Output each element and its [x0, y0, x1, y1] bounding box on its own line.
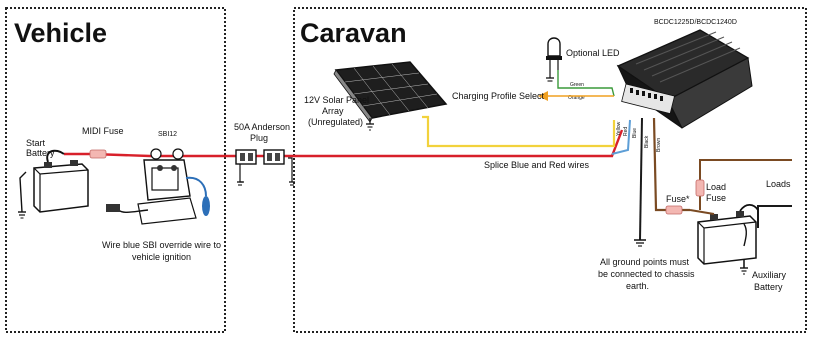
loads-black-wire	[757, 205, 792, 228]
orange-wire-label: Orange	[568, 95, 585, 101]
solar-panel	[333, 61, 448, 131]
solar-label-3: (Unregulated)	[308, 117, 363, 127]
caravan-title: Caravan	[300, 18, 407, 48]
green-wire-label: Green	[570, 82, 584, 88]
optional-led-label: Optional LED	[566, 48, 620, 58]
anderson-label-1: 50A Anderson	[234, 122, 290, 132]
aux-battery-label-2: Battery	[754, 282, 783, 292]
anderson-plug	[235, 149, 295, 186]
sbi-override-label-1: Wire blue SBI override wire to	[102, 240, 221, 250]
bcdc-model-label: BCDC1225D/BCDC1240D	[654, 19, 737, 26]
load-fuse	[695, 179, 705, 197]
load-fuse-label-1: Load	[706, 182, 726, 192]
sbi-override-label-2: vehicle ignition	[132, 252, 191, 262]
solar-label-2: Array	[322, 106, 344, 116]
aux-fuse	[665, 205, 683, 215]
ground-note-3: earth.	[626, 281, 649, 291]
splice-label: Splice Blue and Red wires	[484, 160, 590, 170]
start-battery-label-2: Battery	[26, 148, 55, 158]
ground-note-2: be connected to chassis	[598, 269, 695, 279]
wire-label-black: Black	[644, 135, 650, 148]
loads-label: Loads	[766, 179, 791, 189]
anderson-label-2: Plug	[250, 133, 268, 143]
ground-black-wire	[639, 117, 643, 241]
vehicle-section-frame	[5, 7, 226, 333]
wire-label-blue: Blue	[632, 128, 638, 138]
sbi12-relay	[106, 148, 210, 225]
start-battery-label-1: Start	[26, 138, 46, 148]
optional-led	[546, 37, 615, 97]
start-battery	[18, 149, 89, 219]
midi-fuse	[89, 149, 107, 159]
midi-fuse-label: MIDI Fuse	[82, 126, 124, 136]
splice-blue-wire	[611, 119, 631, 155]
wire-label-red: Red	[623, 127, 629, 136]
wire-label-yellow: Yellow	[616, 121, 622, 136]
sbi12-label: SBI12	[158, 131, 177, 138]
charging-profile-label: Charging Profile Select	[452, 91, 545, 101]
load-fuse-label-2: Fuse	[706, 193, 726, 203]
main-red-wire	[64, 129, 624, 158]
charging-profile-arrow-head	[538, 91, 548, 101]
solar-label-1: 12V Solar Panel	[304, 95, 369, 105]
ground-symbol	[634, 239, 646, 247]
caravan-section-frame	[293, 7, 807, 333]
auxiliary-battery	[689, 203, 759, 275]
aux-battery-label-1: Auxiliary	[752, 270, 787, 280]
solar-yellow-wire	[422, 115, 616, 148]
ground-note-1: All ground points must	[600, 257, 690, 267]
aux-fuse-label: Fuse*	[666, 194, 690, 204]
wire-label-brown: Brown	[656, 138, 662, 152]
bcdc-unit	[616, 29, 753, 129]
vehicle-title: Vehicle	[14, 18, 107, 48]
